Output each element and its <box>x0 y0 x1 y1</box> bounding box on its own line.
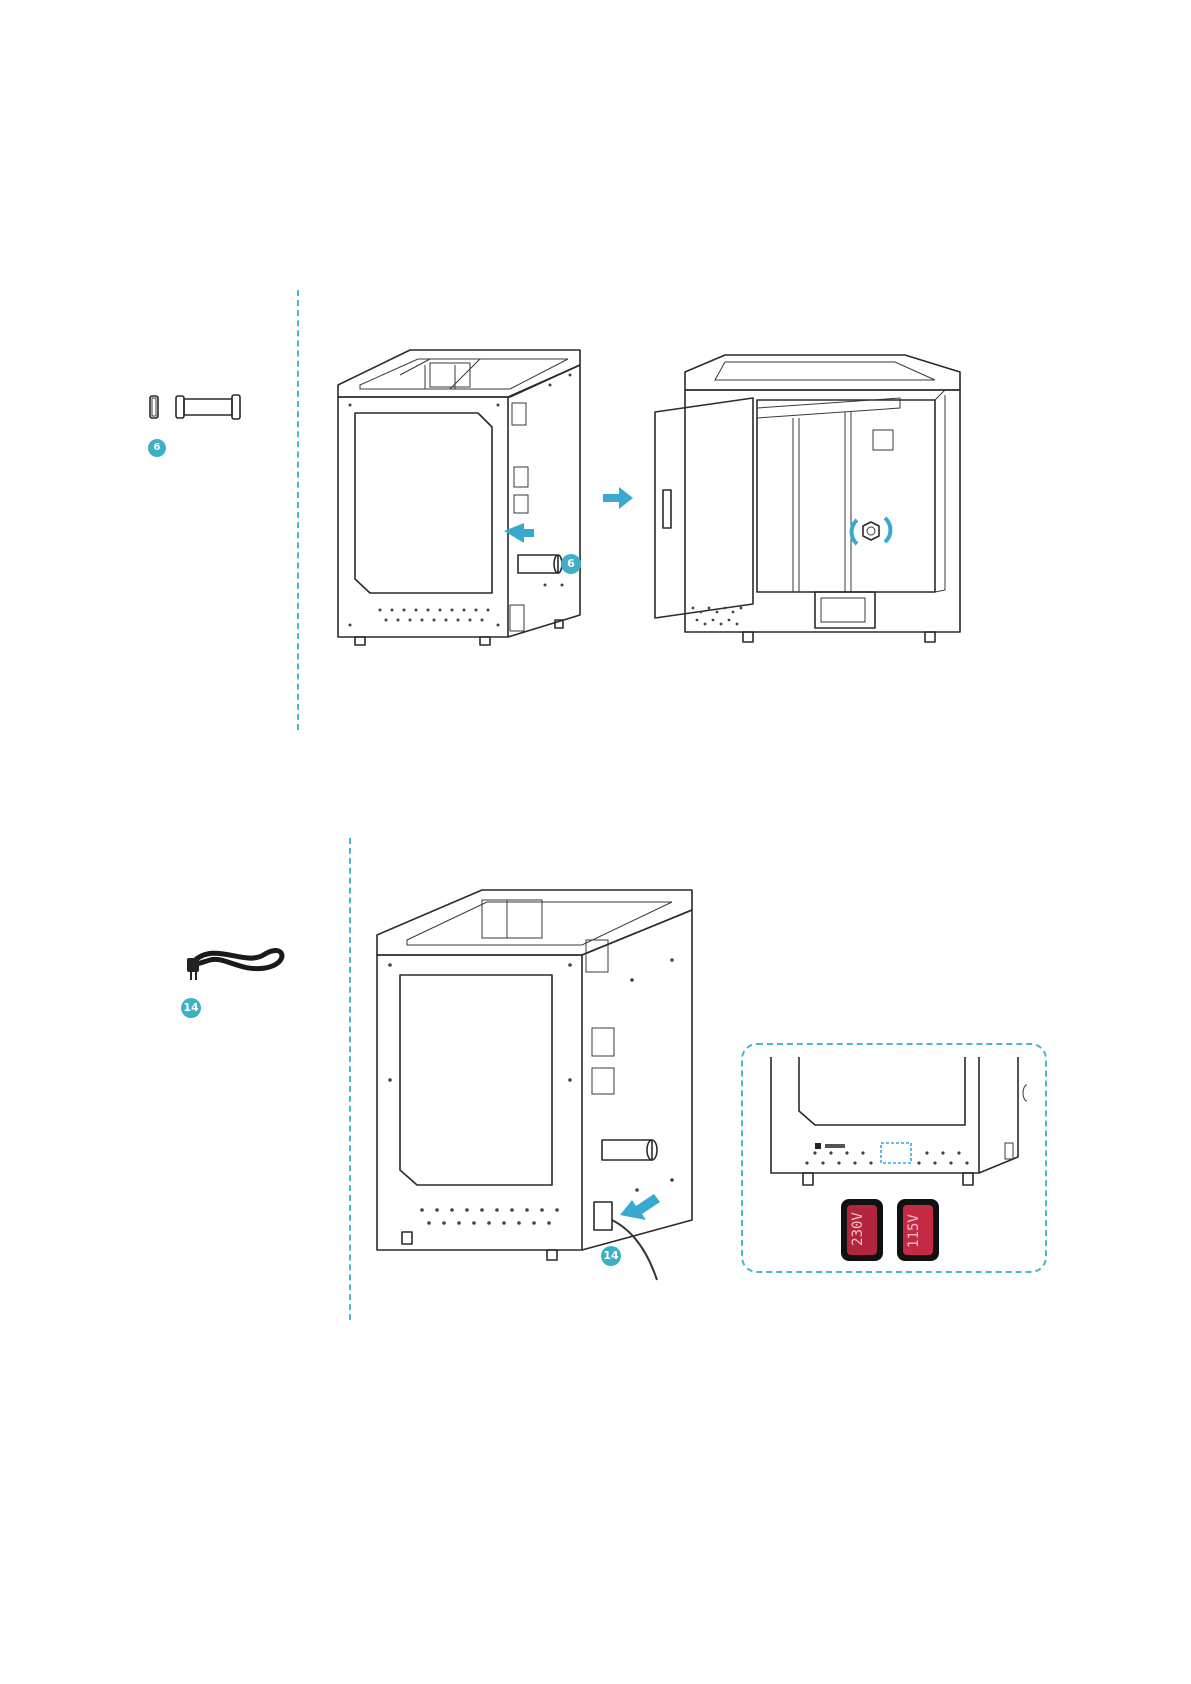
printer-open-door-illustration <box>645 350 960 650</box>
power-cable-icon <box>185 938 295 988</box>
printer-bottom-detail <box>743 1045 1045 1205</box>
step1-divider <box>297 290 299 730</box>
voltage-switch-230v-label: 230V <box>850 1212 866 1246</box>
part-badge-14: 14 <box>181 998 201 1018</box>
printer-power-illustration <box>372 880 702 1260</box>
callout-badge-14: 14 <box>601 1246 621 1266</box>
voltage-switch-115v[interactable]: 115V <box>897 1199 939 1261</box>
printer-closed-illustration <box>330 345 590 645</box>
voltage-switch-115v-label: 115V <box>906 1214 922 1248</box>
spool-holder-parts <box>148 390 248 430</box>
next-arrow-icon <box>603 487 633 509</box>
part-badge-6: 6 <box>148 439 166 457</box>
callout-badge-6: 6 <box>561 554 581 574</box>
voltage-switch-230v[interactable]: 230V <box>841 1199 883 1261</box>
step2-divider <box>349 838 351 1320</box>
voltage-switch-zoom-panel: 230V 115V <box>741 1043 1047 1273</box>
